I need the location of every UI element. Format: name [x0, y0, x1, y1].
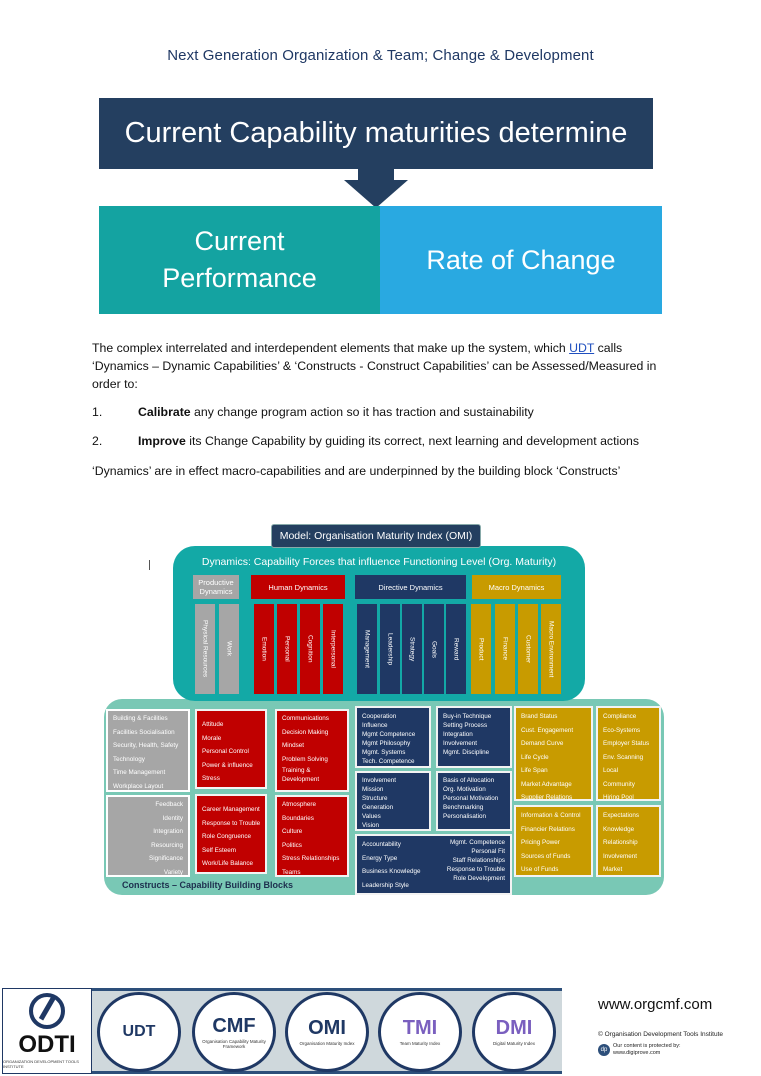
column-personal: Personal: [277, 604, 297, 694]
protected-line2: www.digiprove.com: [613, 1050, 661, 1056]
divider: [92, 1071, 562, 1074]
divider: [92, 988, 562, 991]
list-text: any change program action so it has trac…: [190, 405, 534, 419]
tmi-logo: TMI Team Maturity Index: [378, 992, 462, 1072]
rate-of-change-box: Rate of Change: [380, 206, 662, 314]
logo-name: DMI: [495, 1017, 533, 1039]
udt-link[interactable]: UDT: [569, 341, 595, 355]
column-macro-environment: Macro Environment: [541, 604, 561, 694]
column-product: Product: [471, 604, 491, 694]
odti-mark-icon: [29, 993, 65, 1029]
column-management: Management: [357, 604, 377, 694]
logo-name: OMI: [308, 1017, 346, 1039]
banner-heading: Current Capability maturities determine: [99, 98, 653, 169]
column-interpersonal: Interpersonal: [323, 604, 343, 694]
model-title: Model: Organisation Maturity Index (OMI): [271, 524, 481, 548]
digiprove-icon: dp: [598, 1044, 610, 1056]
logo-name: CMF: [212, 1014, 256, 1037]
list-text: its Change Capability by guiding its cor…: [185, 434, 640, 448]
logo-sub: Team Maturity Index: [399, 1041, 441, 1046]
column-reward: Reward: [446, 604, 466, 694]
udt-logo: UDT: [97, 992, 181, 1072]
cmf-logo: CMF Organisation Capability Maturity Fra…: [192, 992, 276, 1072]
banner-arrow-stem: [358, 169, 394, 181]
dmi-logo: DMI Digital Maturity Index: [472, 992, 556, 1072]
intro-text-before: The complex interrelated and interdepend…: [92, 341, 570, 355]
logo-sub: ORGANIZATION DEVELOPMENT TOOLS INSTITUTE: [3, 1059, 79, 1069]
list-item: 2. Improve its Change Capability by guidi…: [92, 434, 639, 448]
omi-model-diagram: Model: Organisation Maturity Index (OMI)…: [92, 520, 670, 905]
logo-name: UDT: [122, 1023, 156, 1040]
capability-banner: Current Capability maturities determine …: [99, 98, 662, 315]
column-work: Work: [219, 604, 239, 694]
column-emotion: Emotion: [254, 604, 274, 694]
list-bold: Calibrate: [138, 405, 191, 419]
website-link[interactable]: www.orgcmf.com: [598, 996, 713, 1013]
column-finance: Finance: [495, 604, 515, 694]
column-strategy: Strategy: [402, 604, 422, 694]
logo-name: TMI: [402, 1017, 438, 1039]
column-goals: Goals: [424, 604, 444, 694]
list-item: 1. Calibrate any change program action so…: [92, 405, 534, 419]
banner-left-line2: Performance: [162, 263, 317, 293]
group-human: Human Dynamics: [251, 575, 345, 599]
column-cognition: Cognition: [300, 604, 320, 694]
intro-paragraph: The complex interrelated and interdepend…: [92, 339, 672, 393]
down-arrow-icon: [344, 180, 408, 208]
logo-name: ODTI: [18, 1031, 76, 1058]
divider: [149, 560, 150, 570]
page-title: Next Generation Organization & Team; Cha…: [167, 47, 594, 64]
column-customer: Customer: [518, 604, 538, 694]
odti-logo: ODTI ORGANIZATION DEVELOPMENT TOOLS INST…: [2, 988, 92, 1074]
dynamics-panel: [173, 546, 585, 701]
logo-sub: Organisation Maturity Index: [299, 1041, 355, 1046]
column-physical-resources: Physical Resources: [195, 604, 215, 694]
omi-logo: OMI Organisation Maturity Index: [285, 992, 369, 1072]
copyright-text: © Organisation Development Tools Institu…: [598, 1031, 723, 1038]
logo-sub: Digital Maturity Index: [492, 1041, 536, 1046]
logo-sub: Organisation Capability Maturity Framewo…: [202, 1038, 266, 1049]
intro-text-after: calls ‘Dynamics – Dynamic Capabilities’ …: [92, 341, 657, 391]
digiprove-notice: dp Our content is protected by: www.digi…: [598, 1043, 681, 1057]
column-leadership: Leadership: [380, 604, 400, 694]
list-bold: Improve: [138, 434, 186, 448]
constructs-title: Constructs – Capability Building Blocks: [122, 880, 294, 890]
dynamics-title: Dynamics: Capability Forces that influen…: [201, 556, 557, 568]
group-productive: Productive Dynamics: [193, 575, 239, 599]
group-directive: Directive Dynamics: [355, 575, 466, 599]
protected-line1: Our content is protected by:: [613, 1043, 681, 1049]
dynamics-paragraph: ‘Dynamics’ are in effect macro-capabilit…: [92, 464, 621, 478]
banner-left-line1: Current: [194, 226, 285, 256]
logo-strip: ODTI ORGANIZATION DEVELOPMENT TOOLS INST…: [2, 988, 562, 1076]
list-number: 1.: [92, 405, 103, 419]
list-number: 2.: [92, 434, 103, 448]
group-macro: Macro Dynamics: [472, 575, 561, 599]
